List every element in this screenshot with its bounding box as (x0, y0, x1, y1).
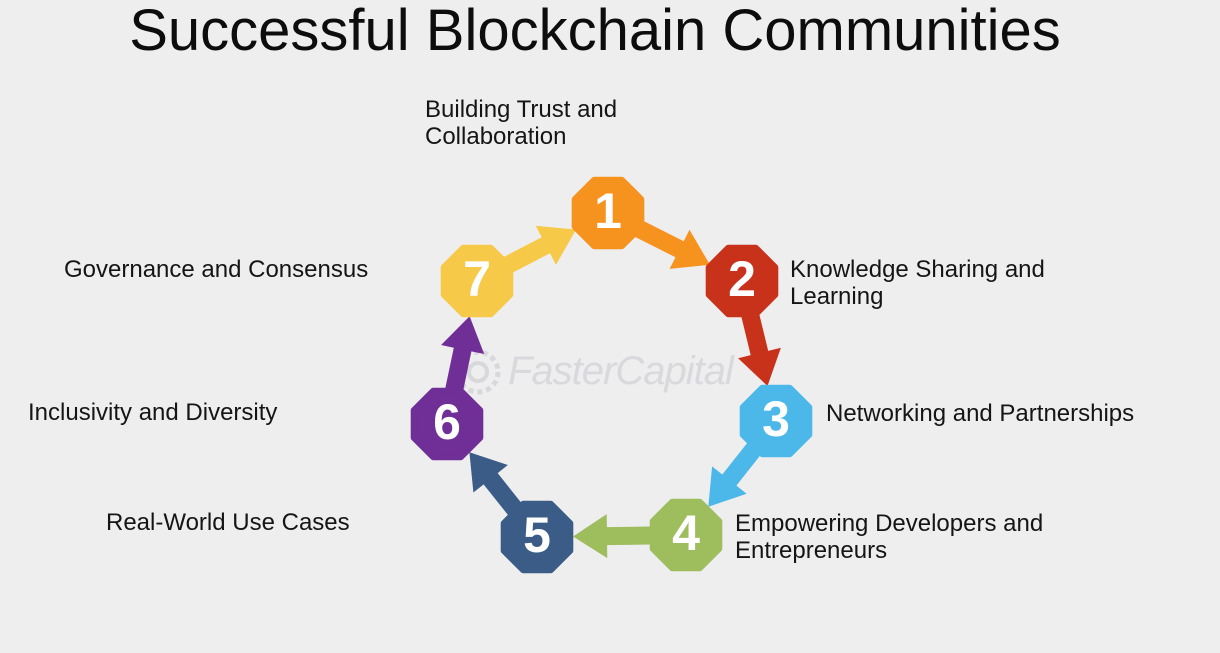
step-3-arrow (708, 432, 770, 507)
step-6-node: 6 (410, 387, 484, 461)
step-3-node: 3 (739, 384, 813, 458)
step-5-number: 5 (523, 507, 551, 563)
step-7-arrow (492, 225, 576, 279)
step-2-badge (705, 244, 779, 318)
step-1-node: 1 (571, 176, 645, 250)
step-3-label: Networking and Partnerships (826, 400, 1135, 427)
step-4-badge (649, 498, 723, 572)
step-1-badge (571, 176, 645, 250)
watermark: FasterCapital (508, 349, 734, 393)
step-7-number: 7 (463, 251, 491, 307)
step-3-number: 3 (762, 391, 790, 447)
step-6-label: Inclusivity and Diversity (28, 399, 278, 426)
page-title: Successful Blockchain Communities (129, 0, 1061, 63)
step-2-label: Knowledge Sharing and Learning (790, 256, 1045, 310)
step-6-number: 6 (433, 394, 461, 450)
step-5-node: 5 (500, 500, 574, 574)
step-4-arrow (573, 514, 665, 559)
step-7-badge (440, 244, 514, 318)
step-1-arrow (623, 214, 710, 269)
step-6-badge (410, 387, 484, 461)
step-5-label: Real-World Use Cases (106, 509, 350, 536)
step-5-badge (500, 500, 574, 574)
step-6-arrow (441, 316, 485, 405)
step-2-arrow (738, 300, 781, 386)
step-4-node: 4 (649, 498, 723, 572)
step-2-number: 2 (728, 251, 756, 307)
step-1-label: Building Trust and Collaboration (425, 96, 618, 150)
step-7-node: 7 (440, 244, 514, 318)
step-4-label: Empowering Developers and Entrepreneurs (735, 510, 1044, 564)
step-5-arrow (469, 452, 531, 526)
step-7-label: Governance and Consensus (64, 256, 369, 283)
step-1-number: 1 (594, 183, 622, 239)
step-3-badge (739, 384, 813, 458)
step-4-number: 4 (672, 505, 700, 561)
step-2-node: 2 (705, 244, 779, 318)
